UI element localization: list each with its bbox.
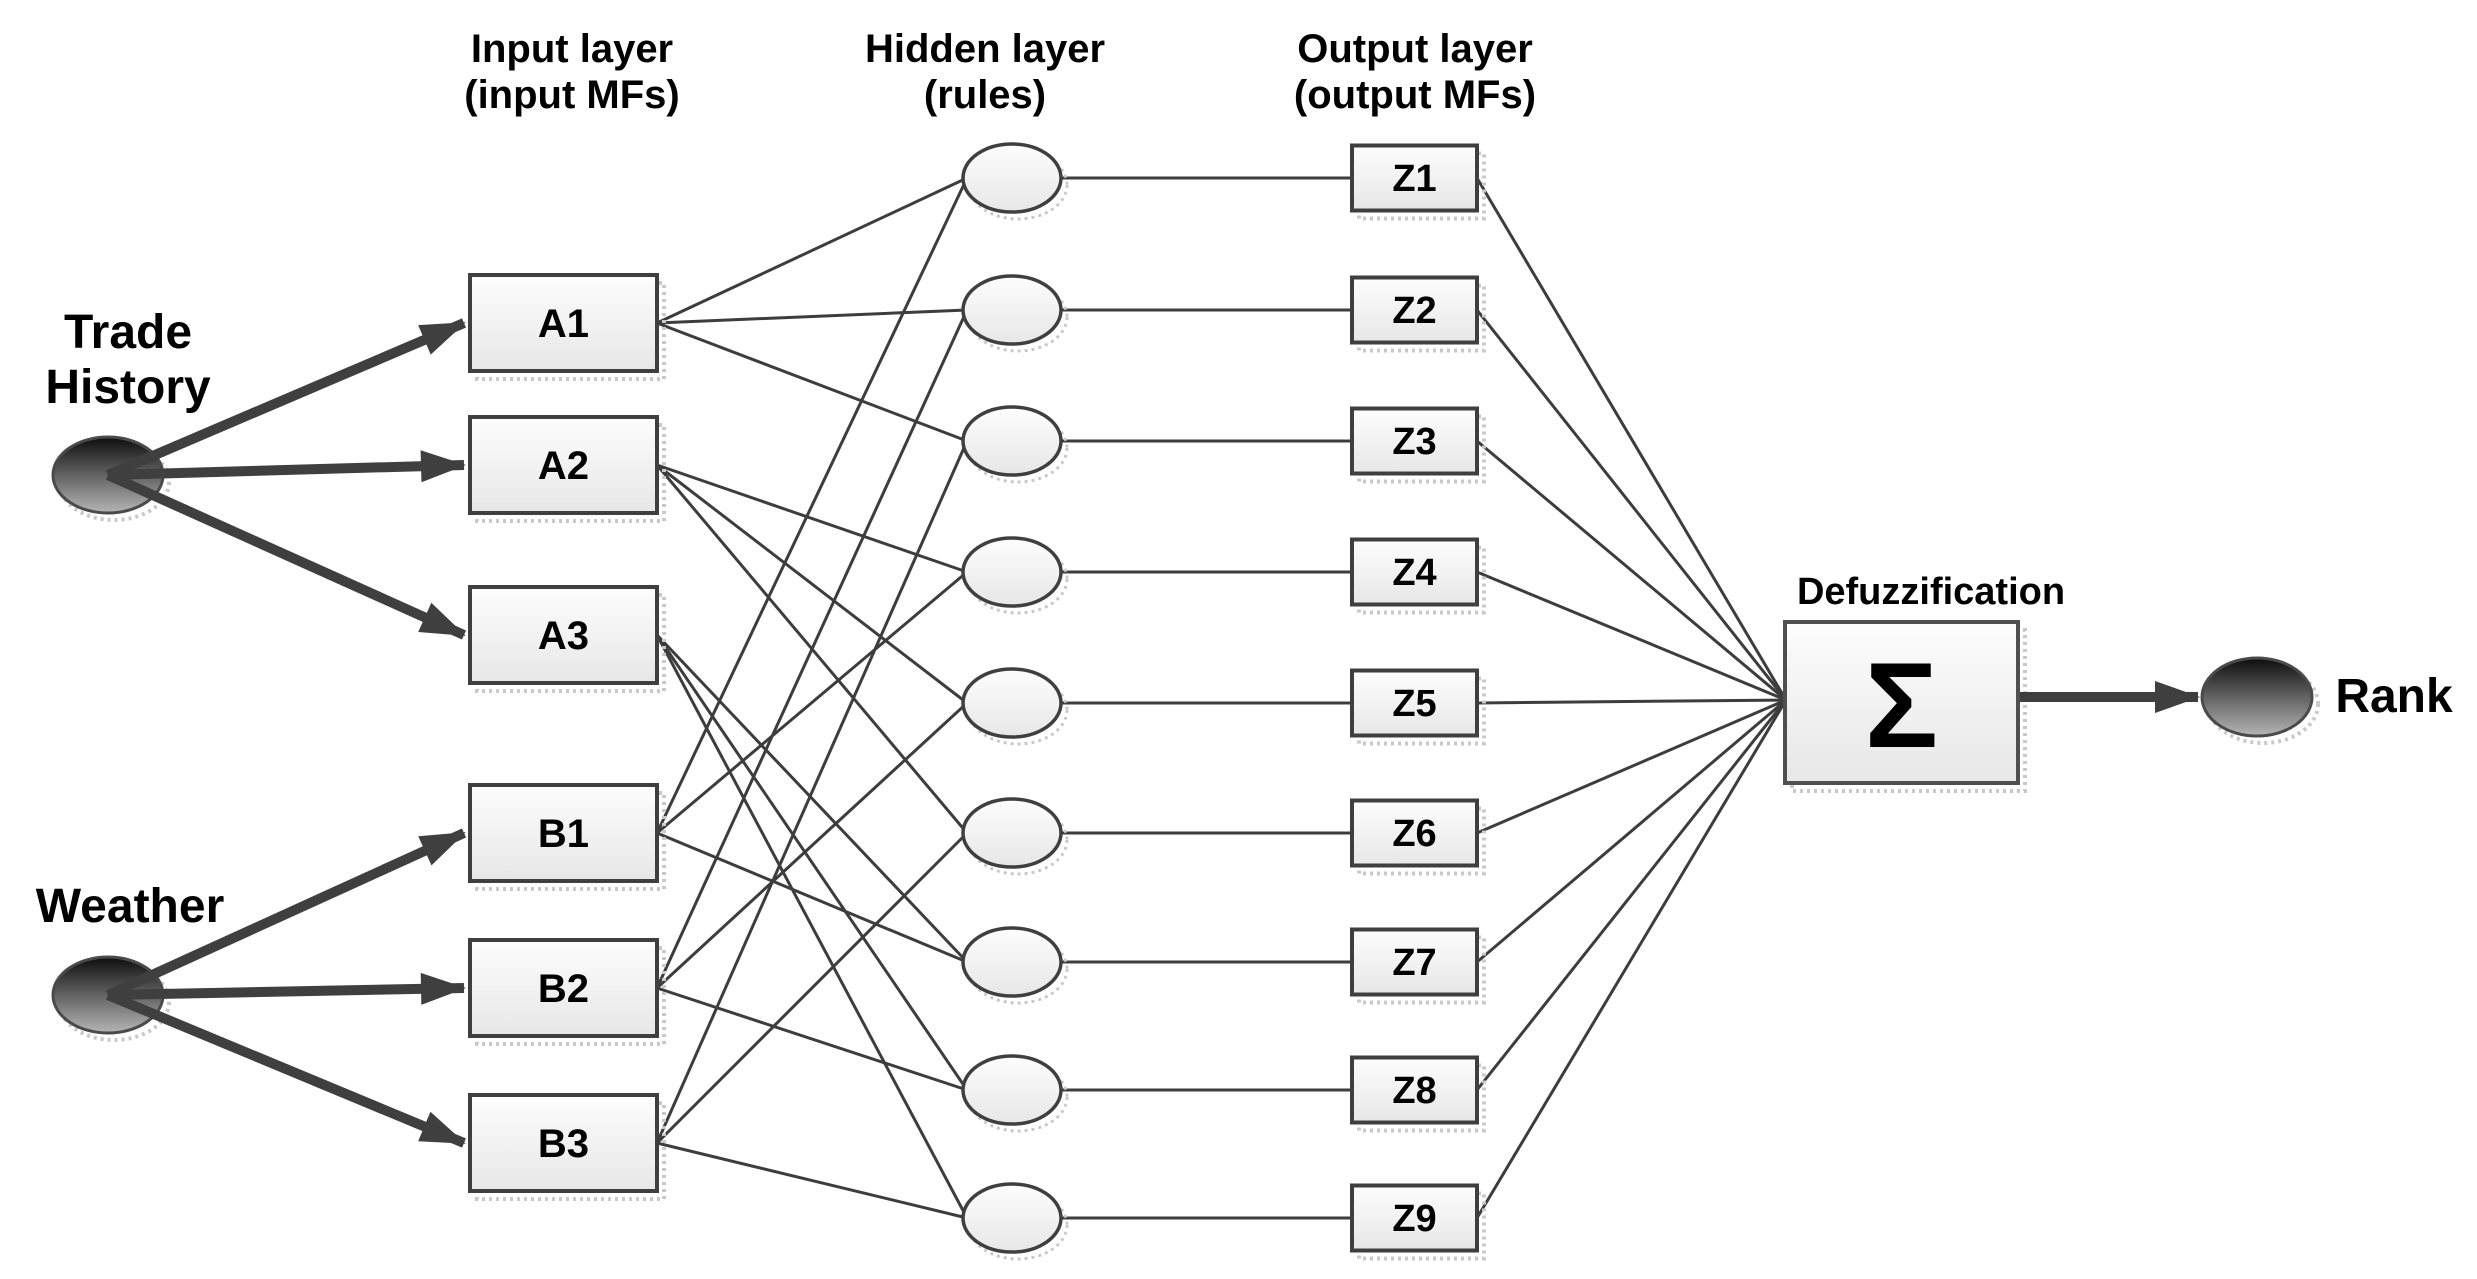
edge-B3-R6 xyxy=(655,831,969,1145)
node-Z4-label: Z4 xyxy=(1392,552,1436,594)
edge-B2-R8 xyxy=(656,986,968,1092)
edge-B3-R3 xyxy=(655,440,969,1144)
node-Z6-label: Z6 xyxy=(1392,813,1436,855)
node-B1-label: B1 xyxy=(538,812,589,856)
node-A3-box xyxy=(468,585,659,685)
nodes-layer xyxy=(51,142,2320,1261)
node-Z5-label: Z5 xyxy=(1392,683,1436,725)
edge-B1-R4 xyxy=(656,570,968,835)
arrow-weather-B2 xyxy=(107,972,466,1005)
edge-A1-R1 xyxy=(656,176,968,325)
node-Z3-label: Z3 xyxy=(1392,421,1436,463)
node-Z4-box xyxy=(1350,537,1479,607)
node-Z8-label: Z8 xyxy=(1392,1070,1436,1112)
input-layer-header-line2: (input MFs) xyxy=(464,73,680,117)
edge-B1-R7 xyxy=(656,831,968,964)
box-shadow xyxy=(1357,806,1486,876)
edge-Z5-sigma xyxy=(1476,698,1787,705)
weather-label-line1: Weather xyxy=(36,880,225,933)
node-B3-label: B3 xyxy=(538,1122,589,1166)
node-Z7-box xyxy=(1350,927,1479,997)
edge-Z2-sigma xyxy=(1475,309,1788,701)
thick-arrows-layer xyxy=(105,318,2200,1148)
edge-B3-R9 xyxy=(656,1141,968,1220)
rule-node-2 xyxy=(961,274,1063,346)
box-shadow xyxy=(1357,414,1486,484)
input-layer-header-line1: Input layer xyxy=(471,27,673,71)
box-shadow xyxy=(1357,283,1486,353)
rank-node xyxy=(2200,656,2314,738)
hidden-layer-header-line1: Hidden layer xyxy=(865,27,1105,71)
node-Z1-label: Z1 xyxy=(1392,158,1436,200)
node-B3-box xyxy=(468,1093,659,1193)
arrow-trade-A2 xyxy=(107,450,466,483)
node-B1-box xyxy=(468,783,659,883)
node-A1-label: A1 xyxy=(538,302,589,346)
trade-label-line1: Trade xyxy=(64,306,192,359)
hidden-layer-header-line2: (rules) xyxy=(924,73,1046,117)
node-B2-box xyxy=(468,938,659,1038)
node-A1-box xyxy=(468,273,659,373)
rule-node-7 xyxy=(961,926,1063,998)
edge-B2-R5 xyxy=(655,701,969,990)
thin-edges-layer xyxy=(655,176,1788,1220)
node-Z1-box xyxy=(1350,143,1479,213)
arrow-weather-B1 xyxy=(105,828,467,1000)
rule-node-4 xyxy=(961,536,1063,608)
sigma-symbol: Σ xyxy=(1865,637,1938,773)
box-shadow xyxy=(1357,1191,1486,1261)
edge-Z3-sigma xyxy=(1476,439,1787,702)
node-A2-label: A2 xyxy=(538,444,589,488)
arrow-weather-B3 xyxy=(106,990,466,1148)
rule-node-6 xyxy=(961,797,1063,869)
defuzzification-label: Defuzzification xyxy=(1797,571,2065,613)
edge-A2-R5 xyxy=(656,463,968,705)
box-shadow xyxy=(1357,935,1486,1005)
node-Z2-box xyxy=(1350,275,1479,345)
node-Z3-box xyxy=(1350,406,1479,476)
edge-A2-R4 xyxy=(656,463,968,574)
arrow-trade-A3 xyxy=(105,470,467,640)
node-Z9-label: Z9 xyxy=(1392,1198,1436,1240)
node-Z8-box xyxy=(1350,1055,1479,1125)
node-B2-label: B2 xyxy=(538,967,589,1011)
rule-node-5 xyxy=(961,667,1063,739)
node-Z7-label: Z7 xyxy=(1392,942,1436,984)
node-Z6-box xyxy=(1350,798,1479,868)
edge-B1-R1 xyxy=(655,177,969,834)
node-Z2-label: Z2 xyxy=(1392,290,1436,332)
rule-node-1 xyxy=(961,142,1063,214)
edge-Z1-sigma xyxy=(1475,177,1788,701)
edge-Z4-sigma xyxy=(1476,570,1787,702)
edge-Z7-sigma xyxy=(1476,698,1787,964)
rule-node-8 xyxy=(961,1054,1063,1126)
edge-Z6-sigma xyxy=(1476,698,1787,835)
edge-A1-R2 xyxy=(656,308,968,325)
node-A2-box xyxy=(468,415,659,515)
edge-A3-R8 xyxy=(655,634,969,1091)
node-Z9-box xyxy=(1350,1183,1479,1253)
edge-Z8-sigma xyxy=(1475,699,1788,1091)
node-Z5-box xyxy=(1350,668,1479,738)
edge-Z9-sigma xyxy=(1475,699,1788,1219)
box-shadow xyxy=(1357,545,1486,615)
edge-A3-R9 xyxy=(655,634,969,1219)
arrow-trade-A1 xyxy=(106,318,466,480)
edge-A1-R3 xyxy=(656,321,968,443)
node-A3-label: A3 xyxy=(538,614,589,658)
trade-label-line2: History xyxy=(45,361,211,414)
box-shadow xyxy=(1357,676,1486,746)
rule-node-9 xyxy=(961,1182,1063,1254)
box-shadow xyxy=(1357,1063,1486,1133)
output-layer-header-line2: (output MFs) xyxy=(1294,73,1536,117)
edge-B2-R2 xyxy=(655,309,969,989)
box-shadow xyxy=(1357,151,1486,221)
edge-A3-R7 xyxy=(655,633,969,964)
rule-node-3 xyxy=(961,405,1063,477)
defuzzification-box xyxy=(1783,620,2020,785)
rank-label: Rank xyxy=(2335,670,2453,723)
output-layer-header-line1: Output layer xyxy=(1297,27,1533,71)
